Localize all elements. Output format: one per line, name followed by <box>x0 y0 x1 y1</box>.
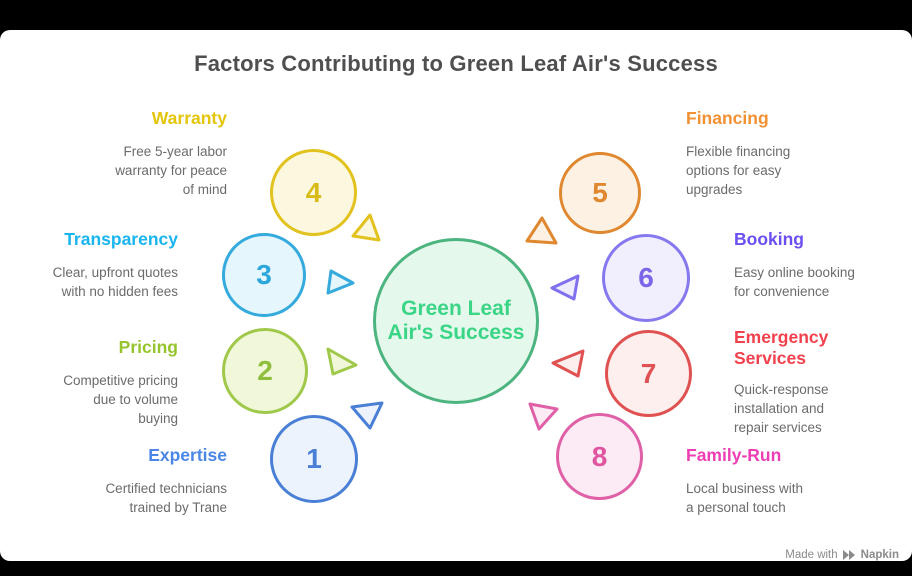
factor-8-number: 8 <box>591 440 608 472</box>
desc-line: options for easy <box>686 163 782 178</box>
center-line-2: Air's Success <box>387 321 525 344</box>
watermark-prefix: Made with <box>785 549 838 561</box>
desc-line: Local business with <box>686 481 804 496</box>
factor-pricing-label: Pricing <box>118 337 178 357</box>
factor-2-circle: 2 <box>222 328 308 414</box>
factor-pricing-description: Competitive pricing due to volume buying <box>63 371 178 428</box>
factor-1-number: 1 <box>306 443 322 474</box>
factor-7-arrow-icon <box>551 349 585 378</box>
desc-line: of mind <box>182 182 227 197</box>
factor-4-circle: 4 <box>270 149 357 236</box>
factor-financing-label: Financing <box>686 108 769 128</box>
center-node-text: Green Leaf Air's Success <box>388 297 525 345</box>
factor-8-circle: 8 <box>556 413 643 500</box>
factor-booking-label: Booking <box>734 229 804 249</box>
factor-1-circle: 1 <box>270 415 358 503</box>
desc-line: Flexible financing <box>686 144 791 159</box>
napkin-logo-icon <box>842 550 855 560</box>
factor-emergency-services-description: Quick-response installation and repair s… <box>734 380 842 437</box>
factor-6-circle: 6 <box>602 234 690 322</box>
desc-line: Competitive pricing <box>63 373 178 388</box>
factor-pricing-block: Pricing Competitive pricing due to volum… <box>63 337 178 428</box>
factor-booking-description: Easy online booking for convenience <box>734 263 855 301</box>
desc-line: Easy online booking <box>734 265 855 280</box>
factor-financing-description: Flexible financing options for easy upgr… <box>686 142 790 199</box>
desc-line: buying <box>138 411 178 426</box>
desc-line: installation and <box>734 401 825 416</box>
factor-financing-block: Financing Flexible financing options for… <box>686 108 790 199</box>
factor-warranty-block: Warranty Free 5-year labor warranty for … <box>115 108 227 199</box>
factor-3-number: 3 <box>256 259 272 290</box>
desc-line: trained by Trane <box>129 500 227 515</box>
desc-line: Quick-response <box>734 382 829 397</box>
factor-booking-block: Booking Easy online booking for convenie… <box>734 229 855 301</box>
desc-line: Certified technicians <box>105 481 227 496</box>
desc-line: Clear, upfront quotes <box>52 265 178 280</box>
factor-3-circle: 3 <box>222 233 306 317</box>
desc-line: repair services <box>734 420 822 435</box>
factor-warranty-label: Warranty <box>151 108 227 128</box>
watermark: Made with Napkin <box>785 548 899 562</box>
desc-line: upgrades <box>686 182 743 197</box>
desc-line: warranty for peace <box>115 163 227 178</box>
factor-expertise-description: Certified technicians trained by Trane <box>105 479 227 517</box>
center-line-1: Green Leaf <box>401 297 511 320</box>
page-title: Factors Contributing to Green Leaf Air's… <box>194 51 718 76</box>
desc-line: with no hidden fees <box>61 284 178 299</box>
factor-emergency-services-label: Emergency Services <box>734 327 829 368</box>
factor-4-arrow-icon <box>351 213 381 242</box>
factor-expertise-block: Expertise Certified technicians trained … <box>105 445 227 517</box>
watermark-brand: Napkin <box>860 549 899 561</box>
factor-transparency-label: Transparency <box>64 229 178 249</box>
factor-1-arrow-icon <box>350 401 384 430</box>
factor-family-run-description: Local business with a personal touch <box>686 479 803 517</box>
factor-expertise-label: Expertise <box>148 445 227 465</box>
factor-5-circle: 5 <box>559 152 641 234</box>
factor-warranty-description: Free 5-year labor warranty for peace of … <box>115 142 227 199</box>
factor-transparency-block: Transparency Clear, upfront quotes with … <box>53 229 178 301</box>
factor-7-circle: 7 <box>605 330 692 417</box>
factor-6-arrow-icon <box>550 274 580 301</box>
factor-3-arrow-icon <box>326 269 355 295</box>
factor-5-number: 5 <box>592 177 608 208</box>
desc-line: a personal touch <box>686 500 786 515</box>
factor-5-arrow-icon <box>525 216 558 245</box>
factor-6-number: 6 <box>638 262 654 293</box>
factor-family-run-label: Family-Run <box>686 445 782 465</box>
center-node: Green Leaf Air's Success <box>373 238 539 404</box>
factor-4-number: 4 <box>305 176 322 208</box>
desc-line: for convenience <box>734 284 830 299</box>
factor-8-arrow-icon <box>528 402 559 431</box>
factor-family-run-block: Family-Run Local business with a persona… <box>686 445 803 517</box>
factor-2-number: 2 <box>257 355 273 386</box>
factor-transparency-description: Clear, upfront quotes with no hidden fee… <box>53 263 178 301</box>
factor-7-number: 7 <box>640 357 657 389</box>
factor-emergency-services-block: Emergency Services Quick-response instal… <box>734 327 842 437</box>
factor-2-arrow-icon <box>326 347 358 376</box>
desc-line: due to volume <box>93 392 178 407</box>
desc-line: Free 5-year labor <box>123 144 227 159</box>
